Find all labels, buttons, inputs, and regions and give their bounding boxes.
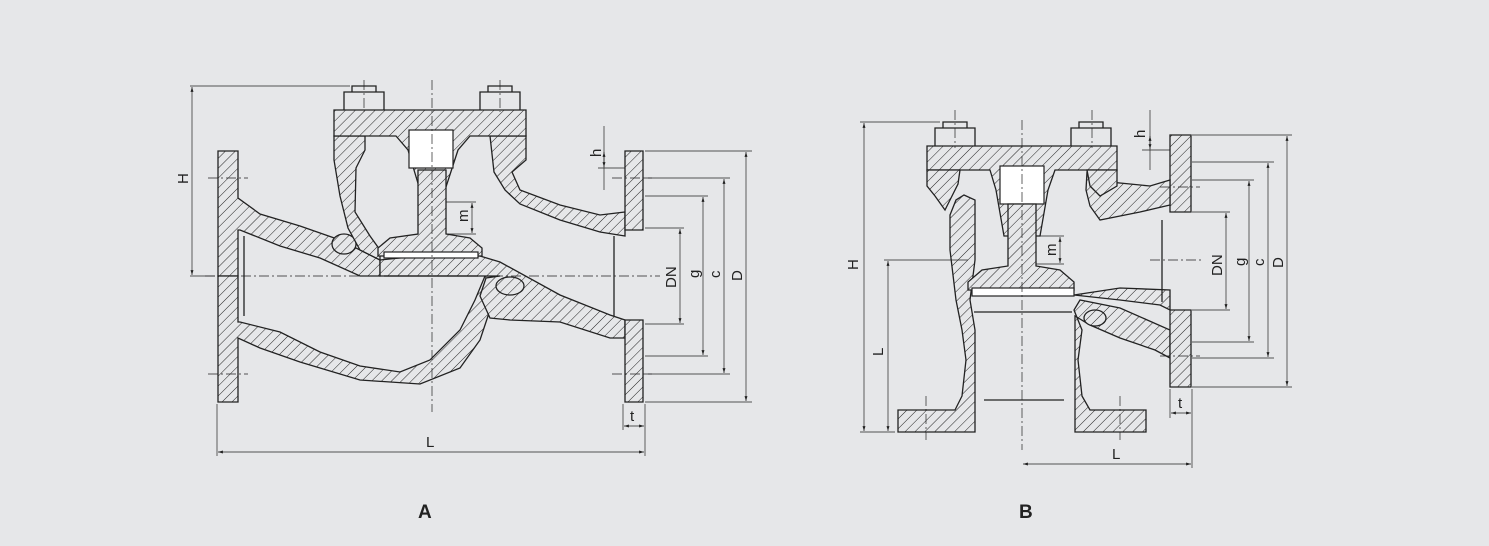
label-b-h: h [1132, 130, 1149, 138]
label-b-L: L [1112, 446, 1120, 463]
label-a-m: m [455, 210, 472, 223]
label-a-L: L [426, 434, 434, 451]
bolt-b-right [1070, 121, 1112, 146]
dimensions-b [860, 110, 1292, 468]
port-cavity-a-right [495, 276, 525, 296]
seat-ring-b [971, 287, 1075, 297]
caption-b: B [1019, 502, 1033, 523]
label-a-g: g [686, 270, 703, 278]
caption-a: A [418, 502, 432, 523]
label-a-t: t [630, 408, 635, 425]
valve-b [897, 110, 1202, 450]
label-a-H: H [175, 173, 192, 184]
labels-a: H h m DN g c D t L [175, 149, 746, 451]
label-b-DN: DN [1209, 254, 1226, 276]
port-cavity-b [1083, 309, 1107, 327]
label-b-m: m [1043, 244, 1060, 257]
valve-a [205, 80, 660, 412]
dimensions-a [190, 85, 752, 456]
cover-boss-a [408, 129, 454, 169]
label-b-D: D [1270, 257, 1287, 268]
label-b-t: t [1178, 395, 1183, 412]
label-a-D: D [729, 270, 746, 281]
label-a-DN: DN [663, 266, 680, 288]
label-b-g: g [1232, 258, 1249, 266]
labels-b: H L h m DN g c D t L [845, 130, 1287, 463]
label-a-c: c [707, 270, 724, 278]
label-b-L-height: L [870, 348, 887, 356]
label-b-H: H [845, 259, 862, 270]
seat-ring-a [383, 251, 479, 259]
label-b-c: c [1251, 258, 1268, 266]
label-a-h: h [588, 149, 605, 157]
